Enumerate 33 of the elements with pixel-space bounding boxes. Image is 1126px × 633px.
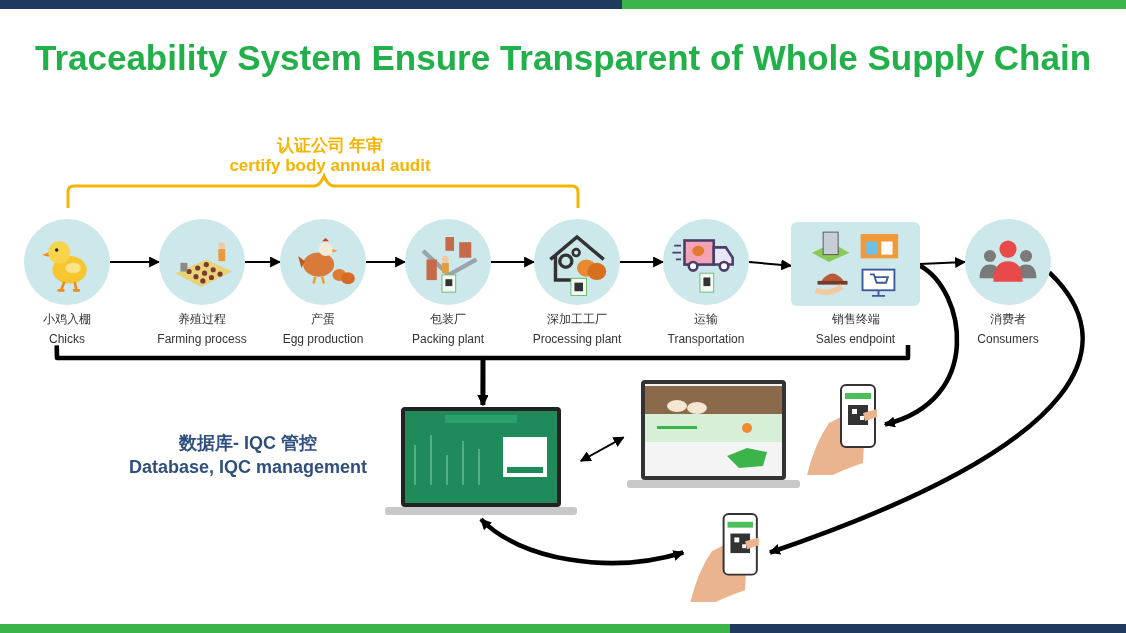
stage-label: 小鸡入棚 bbox=[42, 311, 92, 328]
stage-label: 包装厂 bbox=[429, 311, 467, 328]
stage-label: Chicks bbox=[48, 331, 86, 348]
audit-label: 认证公司 年审 bbox=[275, 135, 385, 157]
arrow bbox=[919, 256, 967, 268]
stage-label: Transportation bbox=[666, 331, 746, 348]
arrow bbox=[479, 517, 685, 566]
stage-label: Consumers bbox=[976, 331, 1040, 348]
arrow bbox=[748, 259, 793, 271]
stage-label: Farming process bbox=[156, 331, 248, 348]
stage-label: 养殖过程 bbox=[177, 311, 227, 328]
stage-label: 深加工工厂 bbox=[546, 311, 608, 328]
arrow bbox=[477, 345, 911, 407]
stage-label: 运输 bbox=[693, 311, 719, 328]
arrow bbox=[109, 256, 161, 268]
database-label: 数据库- IQC 管控 bbox=[178, 432, 318, 455]
title: Traceability System Ensure Transparent of Whole Supply Chain bbox=[33, 38, 1093, 78]
stage-label: Sales endpoint bbox=[814, 331, 897, 348]
stage-label: 消费者 bbox=[989, 311, 1027, 328]
arrow bbox=[768, 270, 1085, 555]
database-label: Database, IQC management bbox=[127, 456, 369, 479]
stage-label: 产蛋 bbox=[310, 311, 336, 328]
arrow bbox=[244, 256, 282, 268]
stage-label: Packing plant bbox=[410, 331, 485, 348]
stage-label: Processing plant bbox=[531, 331, 623, 348]
arrow bbox=[365, 256, 407, 268]
arrow bbox=[490, 256, 536, 268]
arrow bbox=[619, 256, 665, 268]
arrow bbox=[883, 263, 960, 427]
audit-label: certify body annual audit bbox=[228, 156, 432, 176]
arrow bbox=[579, 436, 625, 462]
stage-label: 销售终端 bbox=[830, 311, 881, 328]
stage-label: Egg production bbox=[281, 331, 365, 348]
